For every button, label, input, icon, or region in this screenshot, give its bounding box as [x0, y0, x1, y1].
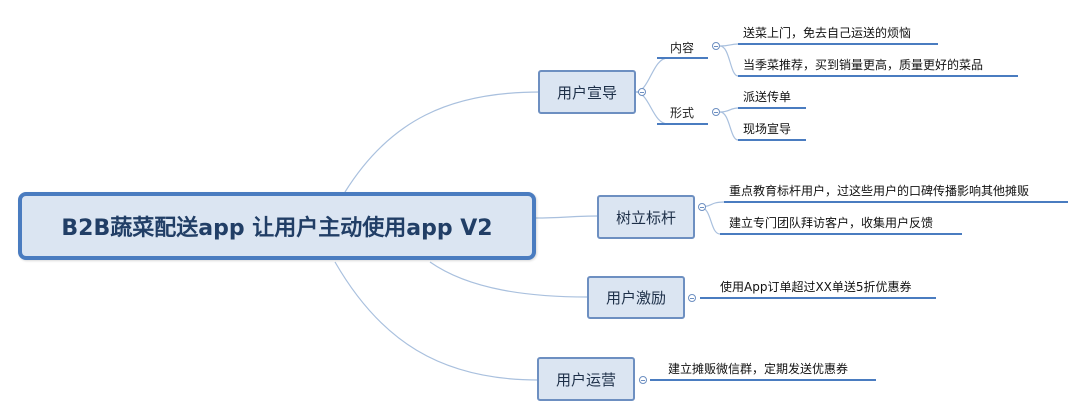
branch-user-incentive[interactable]: 用户激励 — [587, 276, 685, 319]
group-content[interactable]: 内容 — [670, 41, 695, 55]
leaf-item[interactable]: 重点教育标杆用户，过这些用户的口碑传播影响其他摊贩 — [729, 184, 1030, 198]
branch-user-operations[interactable]: 用户运营 — [537, 357, 635, 401]
leaf-item[interactable]: 派送传单 — [743, 90, 792, 104]
collapse-toggle-icon[interactable] — [712, 42, 720, 50]
leaf-item[interactable]: 送菜上门，免去自己运送的烦恼 — [743, 26, 912, 40]
collapse-toggle-icon[interactable] — [638, 88, 646, 96]
group-format[interactable]: 形式 — [670, 106, 695, 120]
collapse-toggle-icon[interactable] — [712, 108, 720, 116]
leaf-item[interactable]: 建立专门团队拜访客户，收集用户反馈 — [729, 216, 934, 230]
leaf-item[interactable]: 建立摊贩微信群，定期发送优惠券 — [668, 362, 849, 376]
collapse-toggle-icon[interactable] — [698, 203, 706, 211]
collapse-toggle-icon[interactable] — [688, 294, 696, 302]
root-node[interactable]: B2B蔬菜配送app 让用户主动使用app V2 — [18, 192, 536, 260]
leaf-item[interactable]: 当季菜推荐，买到销量更高，质量更好的菜品 — [743, 58, 984, 72]
leaf-item[interactable]: 现场宣导 — [743, 122, 792, 136]
branch-user-promotion[interactable]: 用户宣导 — [538, 70, 636, 114]
leaf-item[interactable]: 使用App订单超过XX单送5折优惠券 — [720, 280, 912, 294]
branch-benchmark[interactable]: 树立标杆 — [597, 195, 695, 239]
collapse-toggle-icon[interactable] — [639, 376, 647, 384]
